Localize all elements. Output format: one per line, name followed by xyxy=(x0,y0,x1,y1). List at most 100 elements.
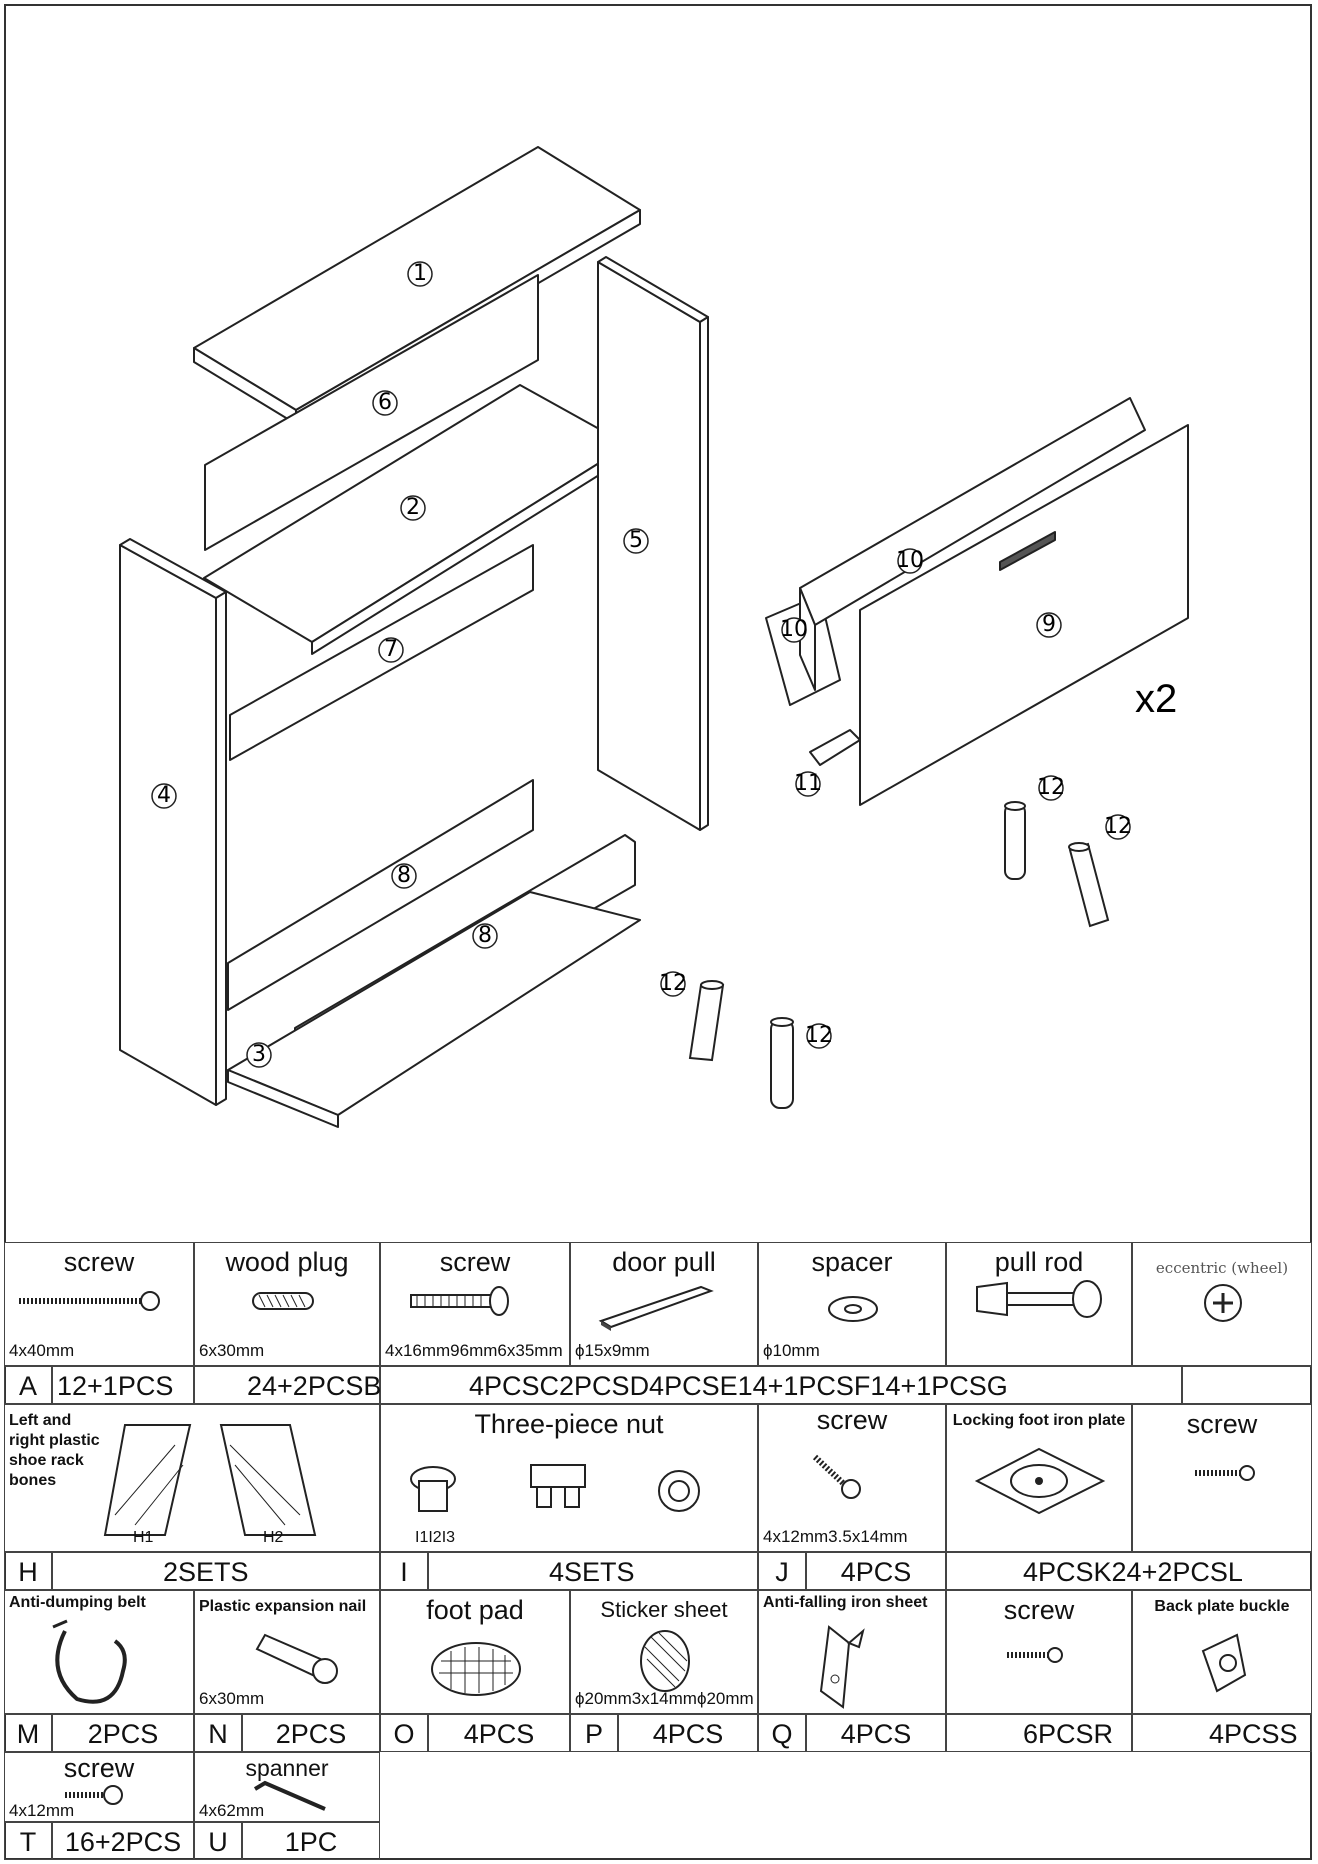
label-h: H xyxy=(4,1552,52,1590)
part-number-7: 7 xyxy=(384,637,398,662)
foot-plate-icon xyxy=(974,1447,1106,1515)
part-number-9: 9 xyxy=(1042,612,1056,637)
qty-s: 4PCSS xyxy=(1132,1714,1312,1752)
part-b-name: wood plug xyxy=(225,1247,349,1277)
part-r-cell: screw xyxy=(946,1590,1132,1714)
part-a-cell: screw 4x40mm xyxy=(4,1242,194,1366)
shoe-rack-bone-icon xyxy=(103,1424,317,1536)
label-j: J xyxy=(758,1552,806,1590)
part-j-name: screw xyxy=(816,1405,888,1435)
label-o: O xyxy=(380,1714,428,1752)
part-c-size: 4x16mm96mm6x35mm xyxy=(385,1341,563,1360)
part-h-cell: Left and right plastic shoe rack bones H… xyxy=(4,1404,380,1552)
qty-c-to-g: 4PCSC2PCSD4PCSE14+1PCSF14+1PCSG xyxy=(380,1366,1182,1404)
part-n-size: 6x30mm xyxy=(199,1689,265,1708)
foot-pad-icon xyxy=(431,1642,521,1696)
exploded-assembly-diagram: 1 2 3 4 5 6 7 8 8 9 10 10 11 12 12 12 12… xyxy=(119,146,1189,1128)
nut-set-icon xyxy=(410,1464,700,1512)
label-p: P xyxy=(570,1714,618,1752)
part-n-cell: Plastic expansion nail 6x30mm xyxy=(194,1590,380,1714)
door-pull-icon xyxy=(598,1285,714,1331)
part-e-cell: spacer ϕ10mm xyxy=(758,1242,946,1366)
buckle-icon xyxy=(1201,1633,1247,1693)
cable-tie-icon xyxy=(52,1619,127,1704)
part-p-name: Sticker sheet xyxy=(600,1597,728,1622)
part-a-name: screw xyxy=(63,1247,135,1277)
label-m: M xyxy=(4,1714,52,1752)
qty-b: 24+2PCSB xyxy=(194,1366,381,1404)
part-e-size: ϕ10mm xyxy=(763,1341,820,1360)
rail-8-upper xyxy=(227,779,534,1011)
part-number-4: 4 xyxy=(157,783,171,808)
part-n-name: Plastic expansion nail xyxy=(199,1598,367,1615)
part-o-cell: foot pad xyxy=(380,1590,570,1714)
qty-o: 4PCS xyxy=(428,1714,570,1752)
tapping-screw-icon xyxy=(812,1454,861,1499)
part-number-3: 3 xyxy=(252,1042,266,1067)
part-s-name: Back plate buckle xyxy=(1154,1598,1290,1615)
part-h1-label: H1 xyxy=(133,1529,154,1546)
part-l-cell: screw xyxy=(1132,1404,1312,1552)
leg-12-a xyxy=(1004,803,1026,880)
page-frame xyxy=(4,4,1312,1860)
leg-12-c xyxy=(688,984,725,1062)
bolt-icon xyxy=(410,1286,509,1316)
parts-table: screw 4x40mm wood plug 6x30mm screw 4x16… xyxy=(4,1242,1312,1860)
part-a-size: 4x40mm xyxy=(9,1341,75,1360)
label-n: N xyxy=(194,1714,242,1752)
part-d-cell: door pull ϕ15x9mm xyxy=(570,1242,758,1366)
part-p-cell: Sticker sheet ϕ20mm3x14mmϕ20mm xyxy=(570,1590,758,1714)
label-a: A xyxy=(4,1366,52,1404)
label-u: U xyxy=(194,1822,242,1860)
qty-m: 2PCS xyxy=(52,1714,194,1752)
part-number-12d: 12 xyxy=(805,1023,833,1048)
part-number-8a: 8 xyxy=(397,863,411,888)
wood-plug-icon xyxy=(252,1292,314,1310)
part-t-name: screw xyxy=(63,1753,135,1783)
part-u-name: spanner xyxy=(245,1755,329,1781)
part-number-10a: 10 xyxy=(896,548,924,573)
cam-lock-icon xyxy=(1204,1284,1242,1322)
part-j-size: 4x12mm3.5x14mm xyxy=(763,1527,908,1546)
part-b-cell: wood plug 6x30mm xyxy=(194,1242,380,1366)
part-l-name: screw xyxy=(1186,1409,1258,1439)
label-i: I xyxy=(380,1552,428,1590)
part-u-size: 4x62mm xyxy=(199,1801,265,1820)
part-d-name: door pull xyxy=(612,1247,716,1277)
part-number-12c: 12 xyxy=(659,971,687,996)
expansion-nail-icon xyxy=(255,1633,338,1684)
part-q-name: Anti-falling iron sheet xyxy=(763,1594,928,1611)
part-d-size: ϕ15x9mm xyxy=(575,1341,650,1360)
back-panel xyxy=(204,274,539,551)
part-number-12a: 12 xyxy=(1037,775,1065,800)
part-f-cell: pull rod xyxy=(946,1242,1132,1366)
part-t-size: 4x12mm xyxy=(9,1801,75,1820)
qty-k-l: 4PCSK24+2PCSL xyxy=(946,1552,1312,1590)
short-screw-icon xyxy=(1007,1647,1063,1663)
qty-t: 16+2PCS xyxy=(52,1822,194,1860)
qty-i: 4SETS xyxy=(428,1552,758,1590)
qty-a: 12+1PCS xyxy=(52,1366,194,1404)
part-j-cell: screw 4x12mm3.5x14mm xyxy=(758,1404,946,1552)
leg-12-d xyxy=(770,1019,794,1109)
label-q: Q xyxy=(758,1714,806,1752)
part-h-name: Left and right plastic shoe rack bones xyxy=(9,1412,100,1489)
qty-u: 1PC xyxy=(242,1822,380,1860)
part-f-name: pull rod xyxy=(994,1247,1084,1277)
part-c-cell: screw 4x16mm96mm6x35mm xyxy=(380,1242,570,1366)
qty-h: 2SETS xyxy=(52,1552,380,1590)
multiplier-label: x2 xyxy=(1135,677,1177,721)
part-k-cell: Locking foot iron plate xyxy=(946,1404,1132,1552)
part-c-name: screw xyxy=(439,1247,511,1277)
right-side-panel xyxy=(597,261,701,831)
part-k-name: Locking foot iron plate xyxy=(952,1412,1126,1429)
part-r-name: screw xyxy=(1003,1595,1075,1625)
part-number-8b: 8 xyxy=(478,923,492,948)
qty-q: 4PCS xyxy=(806,1714,946,1752)
part-number-10b: 10 xyxy=(780,617,808,642)
qty-r: 6PCSR xyxy=(946,1714,1132,1752)
round-screw-icon xyxy=(65,1785,123,1805)
hex-key-icon xyxy=(253,1780,326,1811)
part-u-cell: spanner 4x62mm xyxy=(194,1752,380,1822)
small-screw-icon xyxy=(1195,1465,1255,1481)
